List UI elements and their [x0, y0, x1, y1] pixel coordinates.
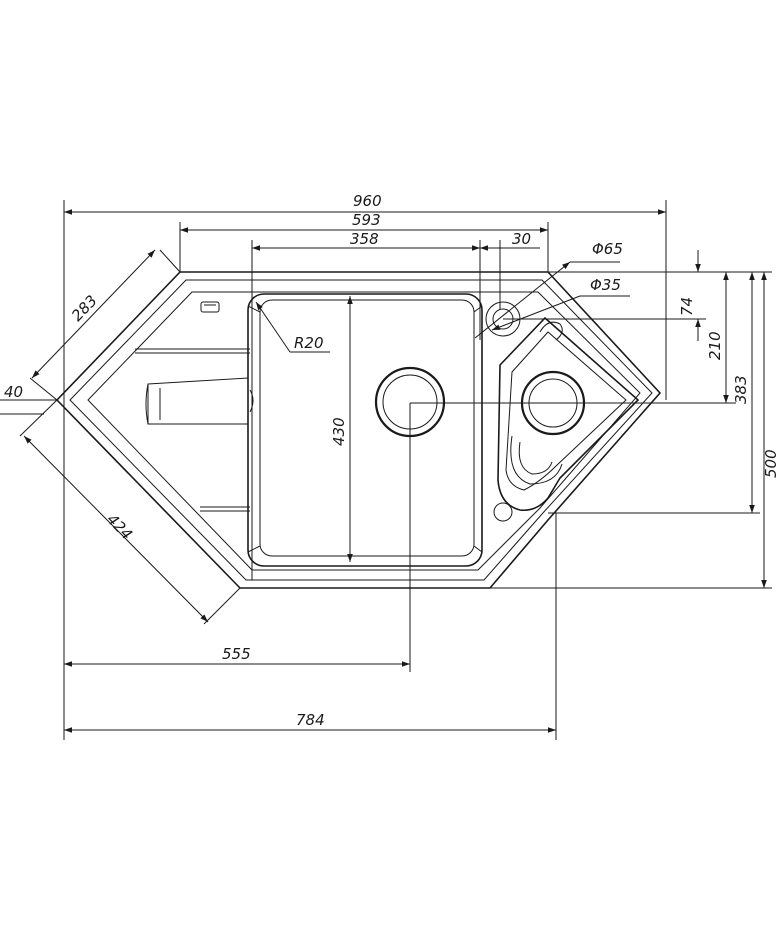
sink-outer-contour — [55, 271, 662, 589]
sink-inner-contour — [87, 291, 641, 571]
dim-500-label: 500 — [762, 449, 780, 478]
dim-40-label: 40 — [4, 383, 23, 401]
dim-283-label: 283 — [68, 292, 101, 325]
dim-r20: R20 — [255, 301, 330, 353]
dim-210-label: 210 — [706, 331, 724, 360]
dim-358: 358 30 — [251, 230, 540, 580]
main-bowl-outer — [247, 293, 483, 567]
dim-430: 430 — [330, 296, 353, 562]
small-bowl-outer — [497, 316, 640, 512]
dim-424: 424 — [19, 399, 241, 625]
dim-210: 210 — [706, 272, 729, 403]
dim-40: 40 — [0, 383, 57, 415]
dim-383: 383 — [732, 272, 755, 513]
dim-283: 283 — [29, 249, 181, 401]
dim-424-label: 424 — [103, 510, 136, 543]
sink-rim-contour — [69, 279, 653, 581]
dim-30-label: 30 — [512, 230, 531, 248]
dim-784: 784 — [64, 513, 557, 740]
sink-outline — [55, 271, 662, 589]
dim-555: 555 — [63, 400, 411, 740]
main-bowl — [247, 293, 483, 567]
overflow-slot-icon — [200, 301, 220, 313]
dim-593-label: 593 — [352, 211, 381, 229]
tap-holes — [485, 301, 521, 522]
dim-555-label: 555 — [222, 645, 251, 663]
dim-960-label: 960 — [353, 192, 382, 210]
overflow-hole-icon — [493, 502, 513, 522]
drainboard-groove — [147, 377, 249, 425]
dim-74-label: 74 — [678, 297, 696, 316]
dim-784-label: 784 — [296, 711, 325, 729]
dim-65-label: Φ65 — [592, 240, 623, 258]
main-bowl-inner — [259, 299, 475, 557]
dim-383-label: 383 — [732, 375, 750, 404]
dim-500: 500 — [761, 272, 780, 588]
dim-430-label: 430 — [330, 417, 348, 446]
dim-diameters: Φ65 Φ35 — [474, 240, 630, 339]
dim-74: 74 — [678, 250, 701, 341]
small-bowl-inner — [505, 331, 627, 491]
dim-35-label: Φ35 — [590, 276, 621, 294]
dim-593: 593 — [179, 211, 549, 272]
dim-358-label: 358 — [350, 230, 379, 248]
dim-r20-label: R20 — [294, 334, 324, 352]
dim-right-extensions — [410, 271, 772, 589]
